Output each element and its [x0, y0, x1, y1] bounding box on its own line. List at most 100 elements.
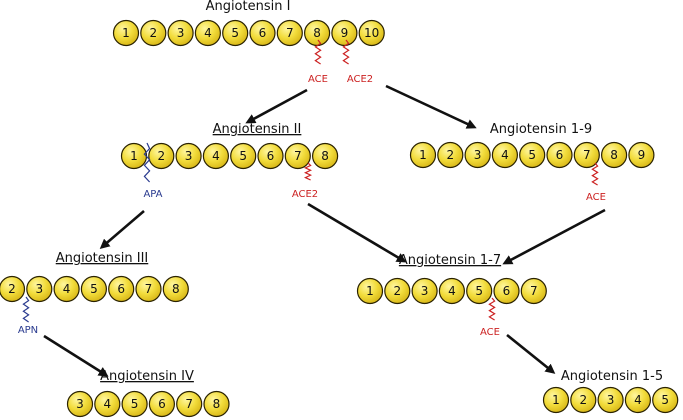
arrow-7 — [506, 333, 556, 374]
residue-bead-circle — [175, 142, 202, 170]
residue-bead: 5 — [230, 142, 257, 170]
residue-bead: 6 — [546, 141, 573, 169]
residue-number: 5 — [231, 26, 239, 40]
residue-bead-circle — [276, 19, 303, 47]
residue-bead: 5 — [652, 386, 679, 414]
peptide-title-ang3: Angiotensin III — [56, 251, 149, 266]
residue-bead-circle — [546, 141, 573, 169]
enzyme-label: ACE2 — [292, 189, 318, 200]
arrow-5 — [502, 208, 606, 265]
residue-bead-circle — [80, 275, 108, 303]
residue-number: 6 — [117, 282, 125, 296]
enzyme-label: APN — [18, 325, 38, 336]
arrow-4 — [307, 202, 407, 263]
residue-number: 8 — [610, 148, 618, 162]
residue-bead: 6 — [108, 275, 135, 303]
residue-number: 3 — [76, 397, 84, 411]
residue-bead-circle — [140, 19, 167, 47]
residue-bead-circle — [438, 277, 465, 305]
residue-bead-circle — [542, 386, 570, 414]
residue-number: 7 — [583, 148, 591, 162]
cleavage-squiggle — [488, 297, 496, 321]
residue-bead-circle — [600, 141, 628, 169]
residue-number: 1 — [130, 149, 138, 163]
residue-bead: 3 — [167, 19, 194, 47]
cleavage-squiggle — [143, 142, 151, 183]
residue-bead: 4 — [53, 275, 80, 303]
residue-bead: 4 — [624, 386, 652, 414]
residue-number: 9 — [341, 26, 349, 40]
residue-bead: 6 — [493, 277, 520, 305]
residue-bead-circle — [356, 277, 384, 305]
residue-number: 5 — [131, 397, 139, 411]
residue-number: 5 — [239, 149, 247, 163]
residue-bead: 2 — [140, 19, 167, 47]
residue-bead: 2 — [148, 142, 175, 170]
enzyme-ace2-ang1: ACE2 — [342, 39, 373, 85]
residue-bead-circle — [464, 141, 491, 169]
residue-number: 1 — [419, 148, 427, 162]
enzyme-label: ACE — [586, 192, 606, 203]
residue-bead: 8 — [162, 275, 189, 303]
residue-number: 4 — [448, 284, 456, 298]
residue-bead-circle — [135, 275, 162, 303]
residue-bead-circle — [520, 277, 547, 305]
residue-number: 4 — [204, 26, 212, 40]
residue-bead: 1 — [120, 142, 148, 170]
residue-number: 7 — [286, 26, 294, 40]
residue-number: 4 — [103, 397, 111, 411]
residue-bead: 1 — [409, 141, 437, 169]
residue-number: 7 — [294, 149, 302, 163]
peptide-title-ang17: Angiotensin 1-7 — [399, 253, 501, 268]
residue-number: 5 — [661, 393, 669, 407]
peptide-title-ang19: Angiotensin 1-9 — [490, 122, 592, 137]
residue-bead-circle — [108, 275, 135, 303]
residue-bead: 8 — [203, 390, 230, 418]
residue-bead: 3 — [464, 141, 491, 169]
residue-bead: 8 — [312, 142, 339, 170]
residue-bead-circle — [624, 386, 652, 414]
residue-bead: 4 — [202, 142, 229, 170]
residue-bead-circle — [148, 390, 175, 418]
residue-bead: 1 — [356, 277, 384, 305]
residue-number: 7 — [145, 282, 153, 296]
residue-number: 4 — [634, 393, 642, 407]
peptide-title-ang2: Angiotensin II — [213, 122, 302, 137]
arrow-6 — [43, 334, 109, 377]
residue-bead: 7 — [284, 142, 311, 170]
residue-bead-circle — [466, 277, 493, 305]
arrow-1 — [245, 88, 308, 124]
residue-number: 10 — [364, 26, 379, 40]
residue-bead: 4 — [94, 390, 121, 418]
residue-bead-circle — [53, 275, 80, 303]
residue-bead-circle — [203, 390, 230, 418]
residue-number: 8 — [313, 26, 321, 40]
residue-bead-circle — [409, 141, 437, 169]
residue-bead: 8 — [600, 141, 628, 169]
peptide-title-ang1: Angiotensin I — [206, 0, 291, 14]
residue-number: 3 — [35, 282, 43, 296]
residue-bead-circle — [284, 142, 311, 170]
enzyme-ace-ang1: ACE — [308, 39, 328, 85]
enzyme-ace-ang17: ACE — [480, 297, 500, 338]
cleavage-squiggle — [342, 39, 350, 65]
enzyme-label: ACE — [480, 327, 500, 338]
residue-bead-circle — [176, 390, 203, 418]
residue-number: 5 — [90, 282, 98, 296]
residue-bead: 7 — [135, 275, 162, 303]
cleavage-squiggle — [22, 296, 30, 323]
residue-bead-circle — [222, 19, 249, 47]
residue-bead-circle — [570, 386, 597, 414]
residue-bead-circle — [384, 277, 411, 305]
peptide-title-ang4: Angiotensin IV — [100, 369, 194, 384]
residue-number: 7 — [530, 284, 538, 298]
enzyme-ace2-ang2: ACE2 — [292, 162, 318, 200]
residue-bead-circle — [257, 142, 284, 170]
residue-bead: 1 — [542, 386, 570, 414]
residue-bead: 10 — [358, 19, 385, 47]
residue-number: 2 — [8, 282, 16, 296]
